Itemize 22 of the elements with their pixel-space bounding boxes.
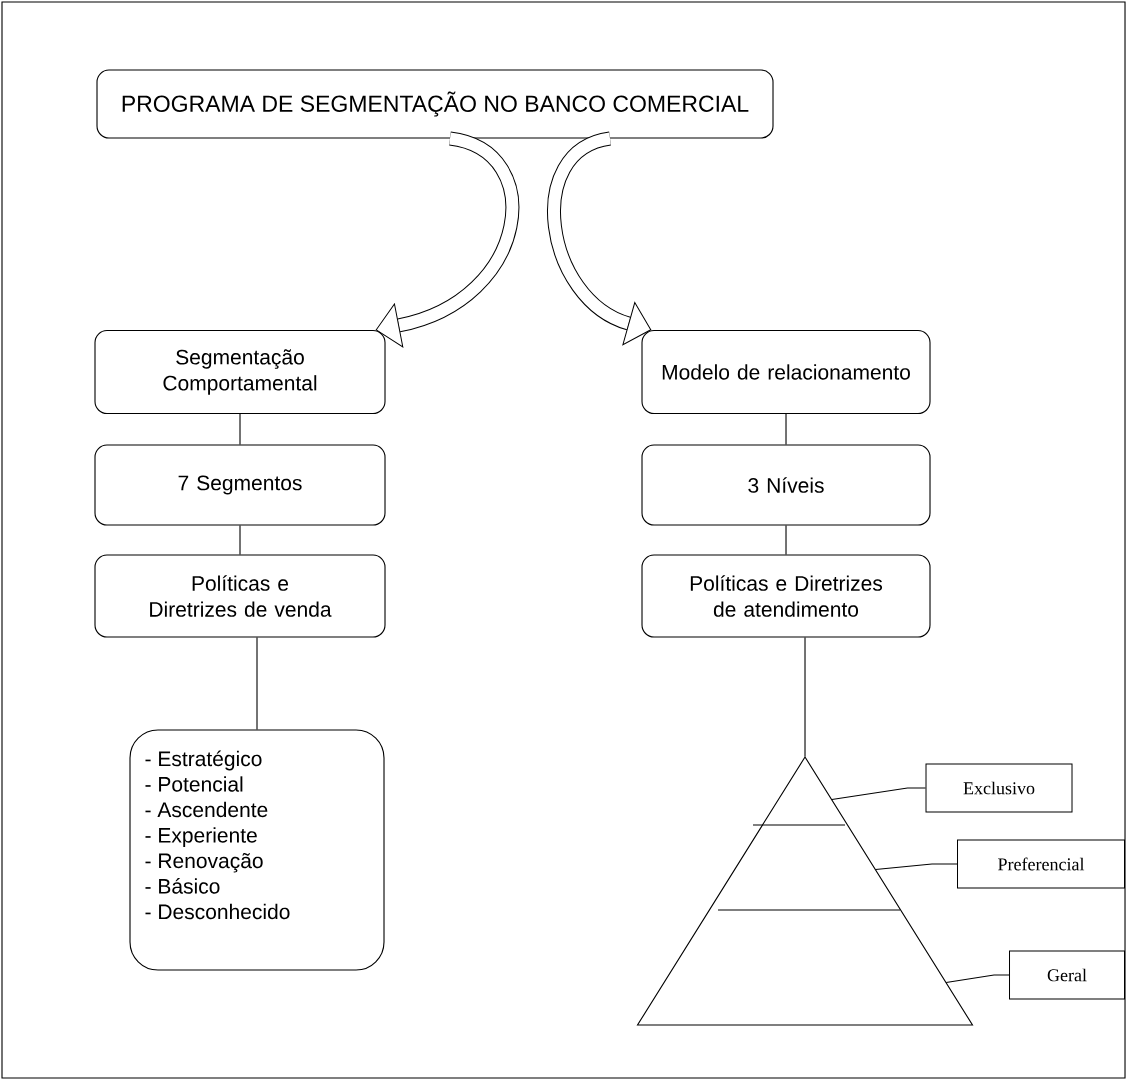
list-box: - Estratégico - Potencial - Ascendente - Experiente - Renovação - Básico - Desconhecido bbox=[129, 729, 385, 971]
process-box: 7 Segmentos bbox=[94, 444, 386, 526]
process-box: Políticas e Diretrizes de venda bbox=[94, 554, 386, 638]
process-box: Políticas e Diretrizes de atendimento bbox=[641, 554, 931, 638]
connector-line bbox=[785, 413, 787, 445]
level-label-box: Exclusivo bbox=[925, 763, 1073, 813]
title-box: PROGRAMA DE SEGMENTAÇÃO NO BANCO COMERCIAL bbox=[96, 69, 774, 139]
curved-arrow bbox=[375, 131, 520, 348]
connector-line bbox=[256, 637, 258, 730]
level-label-box: Geral bbox=[1009, 950, 1125, 1000]
leader-line bbox=[875, 863, 958, 870]
process-box: Segmentação Comportamental bbox=[94, 329, 386, 415]
process-box: 3 Níveis bbox=[641, 444, 931, 526]
leader-line bbox=[831, 787, 926, 800]
connector-line bbox=[785, 525, 787, 555]
connector-line bbox=[239, 525, 241, 555]
curved-arrow bbox=[547, 131, 652, 346]
level-label-box: Preferencial bbox=[957, 839, 1125, 889]
connector-line bbox=[239, 413, 241, 445]
process-box: Modelo de relacionamento bbox=[641, 329, 931, 415]
connector-line bbox=[804, 637, 806, 757]
leader-line bbox=[945, 974, 1010, 983]
